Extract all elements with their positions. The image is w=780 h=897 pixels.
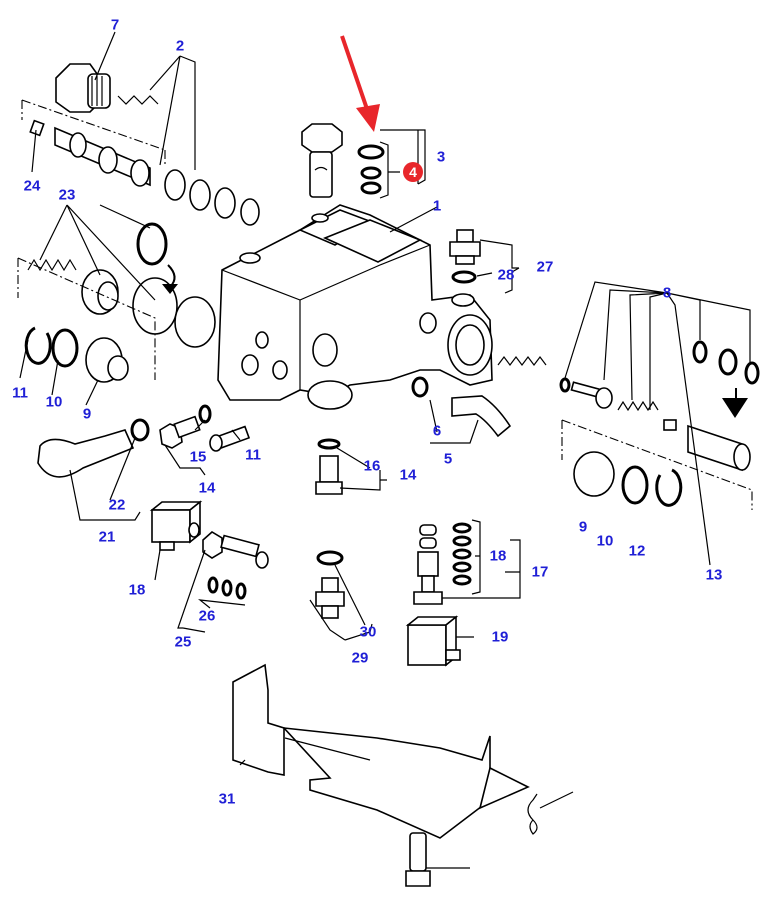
- callout-24[interactable]: 26: [198, 607, 216, 625]
- callout-9-right[interactable]: 9: [578, 518, 588, 536]
- callout-7[interactable]: 7: [110, 16, 120, 34]
- callout-10-right[interactable]: 10: [596, 532, 614, 550]
- hose-fitting-5: [411, 376, 512, 438]
- callout-19[interactable]: 21: [98, 528, 116, 546]
- fitting-27: [315, 550, 345, 619]
- callout-6[interactable]: 6: [432, 422, 442, 440]
- bolt-14-left: [159, 404, 251, 452]
- callout-18-lower[interactable]: 19: [491, 628, 509, 646]
- callout-1[interactable]: 1: [432, 197, 442, 215]
- callout-16[interactable]: 17: [531, 563, 549, 581]
- callout-9-left[interactable]: 9: [82, 405, 92, 423]
- fitting-25: [449, 229, 481, 284]
- callout-2[interactable]: 2: [175, 37, 185, 55]
- cartridge-assembly-8: [497, 340, 760, 510]
- callout-11-right[interactable]: 12: [628, 542, 646, 560]
- callout-12[interactable]: 11: [245, 446, 261, 464]
- valve-body-part: [217, 204, 493, 410]
- callout-18-left[interactable]: 18: [128, 581, 146, 599]
- clip-31: [527, 793, 538, 835]
- plug-set-left: [24, 326, 129, 383]
- highlight-arrow: [340, 35, 380, 132]
- callout-22[interactable]: 24: [23, 177, 41, 195]
- callout-3[interactable]: 3: [436, 148, 446, 166]
- callout-21[interactable]: 23: [58, 186, 76, 204]
- banjo-bolt-part: [301, 123, 385, 198]
- guard-plate-29: [232, 663, 530, 839]
- callout-8[interactable]: 8: [662, 284, 672, 302]
- callout-25[interactable]: 27: [536, 258, 554, 276]
- callout-13[interactable]: 13: [705, 566, 723, 584]
- valve-cartridge-16: [413, 522, 472, 605]
- solenoid-coil-lower: [405, 615, 461, 667]
- bolt-30: [405, 832, 431, 887]
- callout-26[interactable]: 28: [497, 266, 515, 284]
- callout-17[interactable]: 18: [489, 547, 507, 565]
- callout-15-left[interactable]: 15: [189, 448, 207, 466]
- spool-assembly-21: [17, 222, 216, 380]
- leader-lines: [19, 31, 751, 869]
- callout-27[interactable]: 29: [351, 649, 369, 667]
- bolt-14-middle: [315, 438, 343, 495]
- plug-set-right: [573, 451, 683, 507]
- callout-20[interactable]: 22: [108, 496, 126, 514]
- callout-28[interactable]: 30: [359, 623, 377, 641]
- callout-14-left[interactable]: 14: [198, 479, 216, 497]
- callout-23[interactable]: 25: [174, 633, 192, 651]
- elbow-fitting-part: [37, 418, 150, 478]
- callout-15-middle[interactable]: 16: [363, 457, 381, 475]
- callout-11-left[interactable]: 11: [12, 384, 28, 402]
- spool-assembly-top: [21, 63, 260, 226]
- callout-14-middle[interactable]: 14: [399, 466, 417, 484]
- callout-5[interactable]: 5: [443, 450, 453, 468]
- solenoid-coil-left: [149, 500, 203, 551]
- callout-4-highlighted[interactable]: 4: [403, 162, 423, 182]
- callout-29[interactable]: 31: [218, 790, 236, 808]
- fitting-23: [202, 531, 269, 600]
- callout-10-left[interactable]: 10: [45, 393, 63, 411]
